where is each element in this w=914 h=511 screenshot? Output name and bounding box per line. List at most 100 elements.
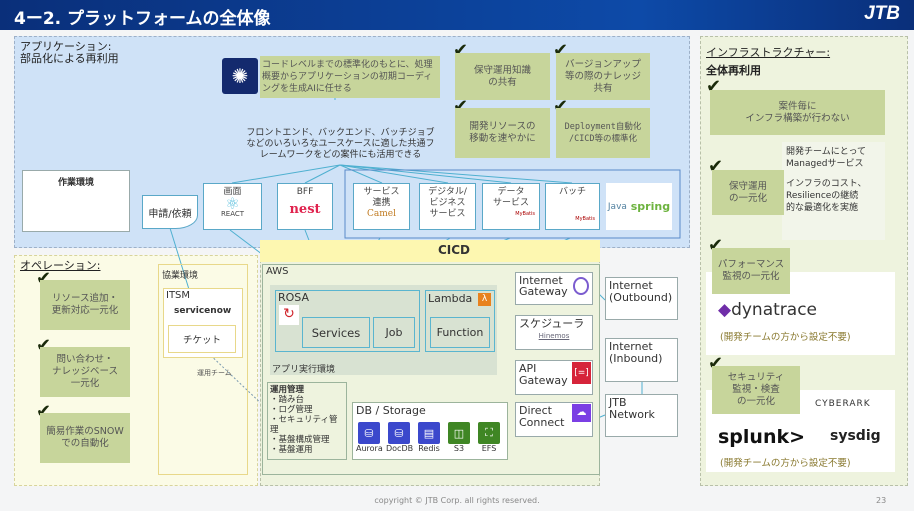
application-subtitle: 部品化による再利用 [20,52,119,65]
runtime-area [270,285,497,375]
managed-service-bullets: 開発チームにとって Managedサービス インフラのコスト、 Resilien… [782,142,885,240]
camel-logo: Camel [367,209,396,219]
jtb-logo: JTB [864,3,900,24]
openshift-icon: ↻ [279,305,299,325]
ai-brain-icon: ✺ [222,58,258,94]
application-title: アプリケーション: [20,40,112,53]
aurora-icon: ⛁ [358,422,380,444]
ops-knowledge-base: 問い合わせ・ ナレッジベース 一元化 [40,347,130,397]
ops-management-title: 運用管理 [270,385,305,395]
rosa-label: ROSA [278,291,310,304]
card-screen: 画面⚛REACT [203,183,262,230]
bullet-item: インフラのコスト、 Resilienceの継続 的な最適化を実施 [786,179,867,213]
efs-icon: ⛶ [478,422,500,444]
ops-unification: 保守運用 の一元化 [712,170,784,215]
scheduler-label: スケジューラ [519,317,585,330]
card-label: デジタル/ ビジネス サービス [428,187,467,219]
card-bff: BFF nest [277,183,333,230]
card-label: サービス 連携 [363,187,400,208]
efs-item: ⛶EFS [476,422,502,453]
job-box: Job [373,317,415,348]
servicenow-logo: servicenow [174,306,232,316]
docdb-icon: ⛁ [388,422,410,444]
card-label: データ サービス [492,187,529,208]
work-environment: 作業環境 [22,170,130,232]
lambda-box [425,290,495,352]
docdb-item: ⛁DocDB [386,422,413,453]
scheduler: スケジューラ Hinemos [515,315,593,350]
aurora-item: ⛁Aurora [356,422,383,453]
no-config-note: (開発チームの方から設定不要) [720,332,851,343]
security-monitoring: セキュリティ 監視・検査 の一元化 [712,366,800,414]
request-document: 申請/依頼 [142,195,198,229]
perf-monitoring: パフォーマンス 監視の一元化 [712,248,790,294]
infrastructure-title: インフラストラクチャー: [706,46,831,59]
benefit-knowledge-sharing: 保守運用知識 の共有 [455,53,550,100]
ops-team-label: 運用チーム [197,369,232,377]
cicd-bar: CICD [260,240,600,262]
function-box: Function [430,317,490,348]
mybatis-logo: MyBatis [575,216,595,222]
framework-note: フロントエンド、バックエンド、バッチジョブなどのいろいろなユースケースに適した共… [246,128,435,160]
spring-logo: spring [630,200,671,213]
ops-management-items: ・踏み台 ・ログ管理 ・セキュリティ管理 ・基盤構成管理 ・基盤運用 [270,395,338,455]
java-logo: Java [607,201,627,212]
card-data-service: データ サービス MyBatis [482,183,540,230]
benefit-deployment: Deployment自動化 /CICD等の標準化 [556,108,650,158]
page-title: 4ー2. プラットフォームの全体像 [14,9,271,29]
direct-connect-icon: ☁ [572,404,591,422]
card-digital-business: デジタル/ ビジネス サービス [419,183,476,230]
services-box: Services [302,317,370,348]
benefit-resource-move: 開発リソースの 移動を速やかに [455,108,550,158]
internet-inbound: Internet (Inbound) [605,338,678,382]
sysdig-logo: sysdig [830,428,881,444]
s3-item: ◫S3 [446,422,472,453]
page-number: 23 [876,496,887,505]
db-storage-title: DB / Storage [356,404,426,417]
cyberark-logo: CYBERARK [815,399,871,409]
card-label: 画面 [223,187,242,197]
collab-label: 協業環境 [162,271,199,281]
itsm-label: ITSM [166,290,191,301]
ops-resource-update: リソース追加・ 更新対応一元化 [40,280,130,330]
runtime-label: アプリ実行環境 [272,365,336,375]
ai-coding-note: コードレベルまでの標準化のもとに、処理概要からアプリケーションの初期コーディング… [260,56,440,98]
benefit-version-knowledge: バージョンアップ 等の際のナレッジ 共有 [556,53,650,100]
no-per-project-infra: 案件毎に インフラ構築が行わない [710,90,885,135]
hinemos-logo: Hinemos [538,332,570,340]
mybatis-logo: MyBatis [515,211,535,217]
aws-label: AWS [266,266,289,277]
api-gateway-icon: [=] [572,362,591,384]
s3-bucket-icon: ◫ [448,422,470,444]
ticket-box[interactable]: チケット [168,325,236,353]
jtb-network: JTB Network [605,394,678,437]
redis-icon: ▤ [418,422,440,444]
aws-box [262,264,600,475]
react-icon: ⚛ [225,194,240,213]
ops-management-box: 運用管理 ・踏み台 ・ログ管理 ・セキュリティ管理 ・基盤構成管理 ・基盤運用 [267,382,347,460]
db-services: ⛁Aurora ⛁DocDB ▤Redis ◫S3 ⛶EFS [356,422,502,453]
splunk-logo: splunk> [718,426,806,448]
lambda-label: Lambda [428,292,473,305]
lambda-icon: λ [478,293,491,306]
bullet-item: 開発チームにとって Managedサービス [786,147,867,169]
ops-snow-automation: 簡易作業のSNOW での自動化 [40,413,130,463]
collab-environment [158,264,248,475]
rosa-box [275,290,420,352]
operations-title: オペレーション: [20,259,101,272]
internet-outbound: Internet (Outbound) [605,277,678,320]
infrastructure-subtitle: 全体再利用 [706,64,761,77]
header-bar [0,0,914,30]
card-label: BFF [296,187,314,197]
card-batch: バッチ MyBatis [545,183,600,230]
copyright: copyright © JTB Corp. all rights reserve… [374,496,540,505]
internet-gateway-icon [573,277,589,295]
no-config-note: (開発チームの方から設定不要) [720,458,851,469]
nest-logo: nest [289,202,321,217]
redis-item: ▤Redis [416,422,442,453]
card-label: バッチ [558,187,586,197]
react-logo: REACT [220,210,245,218]
dynatrace-logo: ◆dynatrace [718,300,817,320]
